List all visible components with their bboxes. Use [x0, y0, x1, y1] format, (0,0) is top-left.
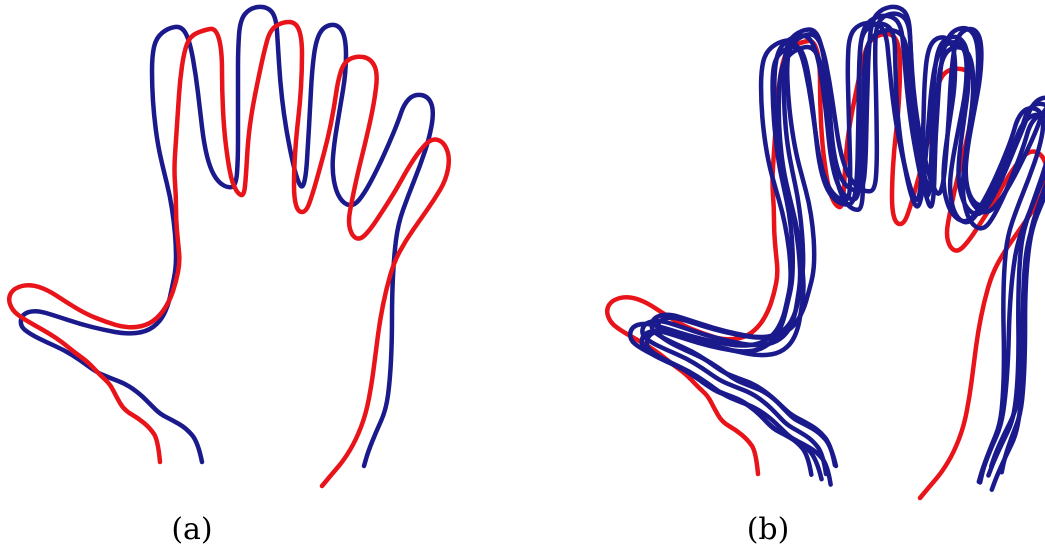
panel-b-caption: (b)	[718, 512, 818, 547]
panel-b-blue-contours	[630, 7, 1045, 490]
panel-b	[520, 0, 1045, 556]
panel-a-caption: (a)	[142, 512, 242, 547]
panel-a-canvas	[0, 0, 520, 556]
panel-a	[0, 0, 520, 556]
panel-b-blue-contour-5	[630, 23, 1043, 482]
panel-b-canvas	[520, 0, 1045, 556]
panel-b-blue-contour-4	[657, 14, 1045, 473]
panel-b-blue-contour-3	[642, 24, 1045, 483]
panel-b-blue-contour-1	[642, 16, 1045, 476]
panel-b-blue-contour-6	[647, 30, 1045, 490]
